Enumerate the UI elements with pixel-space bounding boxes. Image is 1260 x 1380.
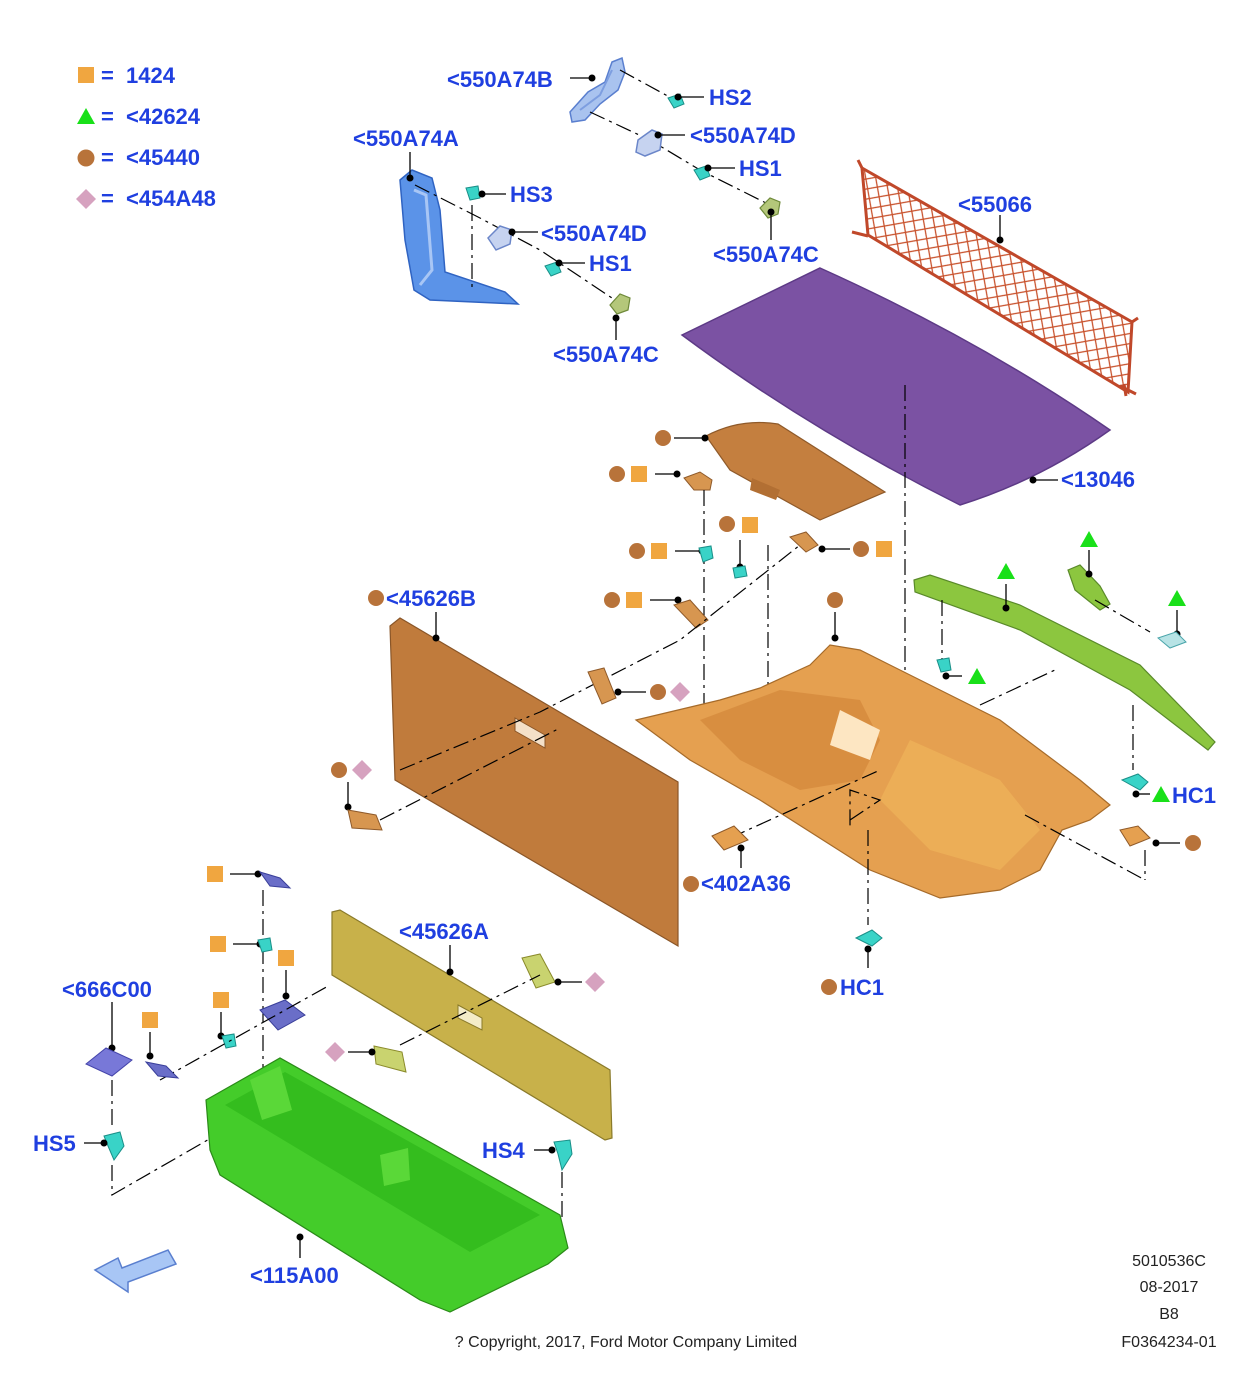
bezel-c xyxy=(521,953,556,989)
callout-402A36: <402A36 xyxy=(701,871,791,896)
clip-sill xyxy=(1156,631,1187,649)
legend: = 1424 = <42624 = <45440 = <454A48 xyxy=(76,63,216,211)
callout-666C00: <666C00 xyxy=(62,977,152,1002)
access-cover xyxy=(705,421,887,521)
clip-right xyxy=(1119,825,1151,847)
callout-45626A: <45626A xyxy=(399,919,489,944)
screw-lower xyxy=(257,937,273,953)
floor-tub xyxy=(634,644,1111,899)
cap-550A74C-top xyxy=(759,197,781,219)
cargo-net-55066 xyxy=(851,159,1139,397)
callout-hs1-left: HS1 xyxy=(589,251,632,276)
cover-402A36 xyxy=(711,825,749,851)
clip-550A74D-left xyxy=(487,225,513,251)
screw-hs5 xyxy=(103,1131,125,1162)
callout-550A74B: <550A74B xyxy=(447,67,553,92)
doc-date: 08-2017 xyxy=(1140,1279,1199,1296)
bezel-b xyxy=(347,809,383,831)
callout-hs3: HS3 xyxy=(510,182,553,207)
legend-eq: = xyxy=(101,145,114,170)
clip-hc1-bottom xyxy=(854,929,883,947)
callout-55066: <55066 xyxy=(958,192,1032,217)
bezel-d xyxy=(373,1045,407,1073)
clip-lower-a xyxy=(258,871,292,889)
cap-550A74C-left xyxy=(609,293,631,315)
callout-hc1-right: HC1 xyxy=(1172,783,1216,808)
clip-lower-c xyxy=(144,1061,180,1079)
clip-b xyxy=(789,531,819,553)
doc-ref: F0364234-01 xyxy=(1121,1334,1216,1351)
legend-code-triangle: <42624 xyxy=(126,104,201,129)
callout-45626B: <45626B xyxy=(386,586,476,611)
screw-a xyxy=(732,565,748,579)
doc-code: B8 xyxy=(1159,1306,1179,1323)
front-direction-arrow-icon xyxy=(93,1249,178,1294)
callout-hs5: HS5 xyxy=(33,1131,76,1156)
storage-bin-115A00 xyxy=(205,1057,569,1313)
clip-a xyxy=(683,471,713,491)
screw-hs4 xyxy=(553,1139,573,1172)
screw-sill xyxy=(936,657,952,673)
callout-115A00: <115A00 xyxy=(250,1263,339,1288)
cover-666C00 xyxy=(85,1047,133,1077)
callout-hs1-top: HS1 xyxy=(739,156,782,181)
callout-hc1-bottom: HC1 xyxy=(840,975,884,1000)
callout-hs2: HS2 xyxy=(709,85,752,110)
legend-code-square: 1424 xyxy=(126,63,176,88)
clip-lower-b xyxy=(259,999,306,1031)
bracket-550A74A xyxy=(399,169,521,305)
callout-550A74A: <550A74A xyxy=(353,126,459,151)
callout-550A74C-left: <550A74C xyxy=(553,342,659,367)
screw-hs3 xyxy=(465,185,481,201)
side-trim-45626A xyxy=(331,909,613,1141)
bezel-a xyxy=(587,667,617,705)
callout-hs4: HS4 xyxy=(482,1138,526,1163)
screw-b xyxy=(698,545,714,563)
callout-550A74C-top: <550A74C xyxy=(713,242,819,267)
callout-550A74D-top: <550A74D xyxy=(690,123,796,148)
legend-code-diamond: <454A48 xyxy=(126,186,216,211)
legend-triangle-icon xyxy=(77,108,95,124)
legend-eq: = xyxy=(101,186,114,211)
bracket-550A74B xyxy=(569,56,626,123)
copyright: ? Copyright, 2017, Ford Motor Company Li… xyxy=(455,1334,797,1351)
callout-13046: <13046 xyxy=(1061,467,1135,492)
load-floor-13046 xyxy=(680,267,1112,506)
legend-circle-icon xyxy=(77,149,95,167)
legend-diamond-icon xyxy=(76,189,96,209)
sill-trim xyxy=(913,564,1216,751)
legend-eq: = xyxy=(101,104,114,129)
clip-hc1-right xyxy=(1120,773,1149,791)
doc-number: 5010536C xyxy=(1132,1253,1206,1270)
legend-eq: = xyxy=(101,63,114,88)
side-trim-45626B xyxy=(389,617,679,948)
clip-c xyxy=(673,599,709,629)
callout-550A74D-left: <550A74D xyxy=(541,221,647,246)
legend-square-icon xyxy=(78,67,94,83)
legend-code-circle: <45440 xyxy=(126,145,200,170)
